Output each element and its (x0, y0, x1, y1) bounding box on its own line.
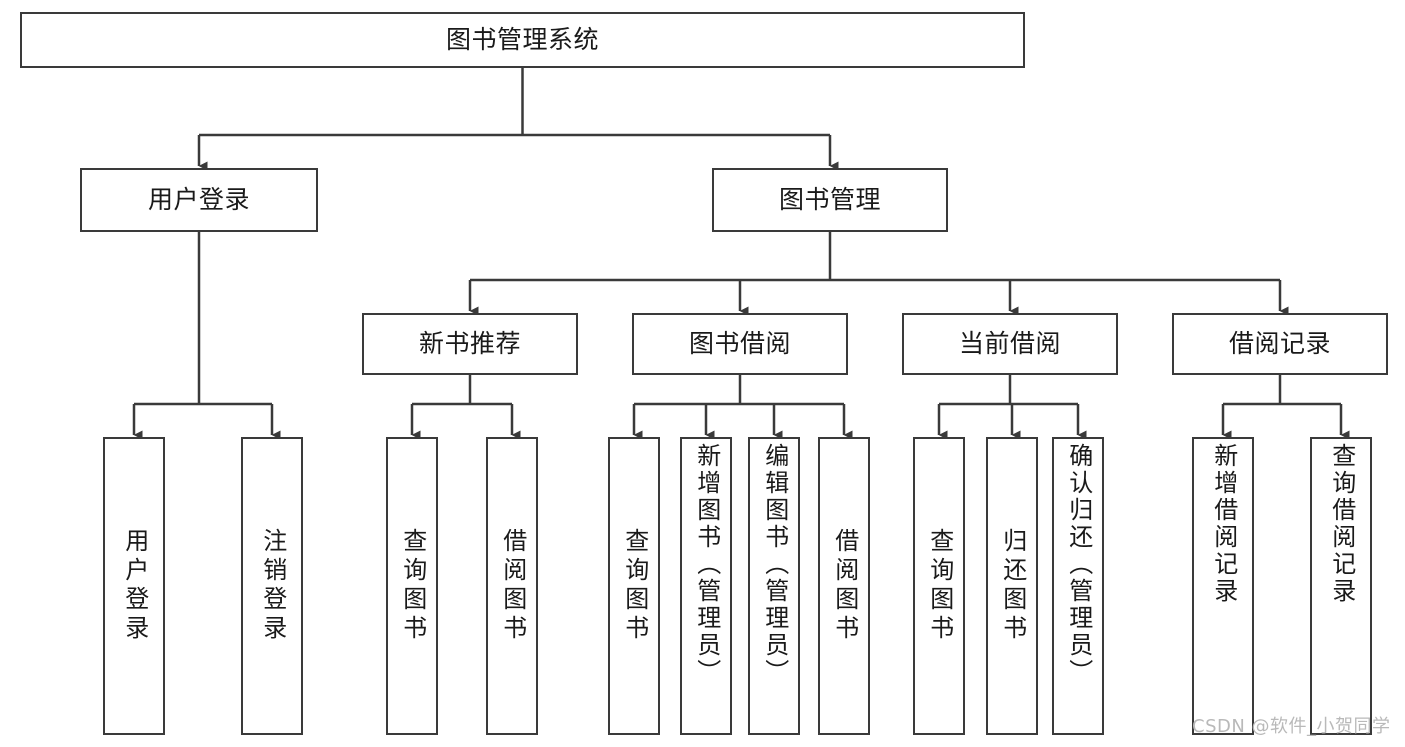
node-label: 查询图书 (398, 528, 427, 644)
node-label: 查询借阅记录 (1327, 443, 1356, 605)
node-label: 借阅记录 (1228, 328, 1331, 358)
node-label: 新书推荐 (418, 328, 521, 358)
node-new-book-rec[interactable]: 新书推荐 (362, 313, 578, 375)
node-label: 借阅图书 (830, 528, 859, 644)
node-leaf-query-book-borrow[interactable]: 查询图书 (608, 437, 660, 735)
node-leaf-query-book-current[interactable]: 查询图书 (913, 437, 965, 735)
node-current-borrow[interactable]: 当前借阅 (902, 313, 1118, 375)
node-user-login[interactable]: 用户登录 (80, 168, 318, 232)
node-book-manage[interactable]: 图书管理 (712, 168, 948, 232)
node-leaf-user-login[interactable]: 用户登录 (103, 437, 165, 735)
node-label: 借阅图书 (498, 528, 527, 644)
node-leaf-query-book-rec[interactable]: 查询图书 (386, 437, 438, 735)
node-leaf-query-record[interactable]: 查询借阅记录 (1310, 437, 1372, 735)
node-label: 用户登录 (147, 184, 250, 214)
node-book-borrow[interactable]: 图书借阅 (632, 313, 848, 375)
node-label: 图书管理系统 (445, 24, 599, 54)
node-label: 新增借阅记录 (1209, 443, 1238, 605)
node-borrow-record[interactable]: 借阅记录 (1172, 313, 1388, 375)
node-label: 注销登录 (258, 528, 287, 644)
node-label: 查询图书 (925, 528, 954, 644)
node-root[interactable]: 图书管理系统 (20, 12, 1025, 68)
node-leaf-return-book[interactable]: 归还图书 (986, 437, 1038, 735)
node-label: 确认归还（管理员） (1064, 443, 1093, 686)
node-leaf-add-record[interactable]: 新增借阅记录 (1192, 437, 1254, 735)
node-label: 归还图书 (998, 528, 1027, 644)
node-label: 图书管理 (778, 184, 881, 214)
edge-group (132, 68, 1350, 440)
node-leaf-add-book[interactable]: 新增图书（管理员） (680, 437, 732, 735)
node-leaf-user-logout[interactable]: 注销登录 (241, 437, 303, 735)
node-label: 编辑图书（管理员） (760, 443, 789, 686)
node-label: 当前借阅 (958, 328, 1061, 358)
node-leaf-borrow-book-rec[interactable]: 借阅图书 (486, 437, 538, 735)
node-label: 用户登录 (120, 528, 149, 644)
node-label: 图书借阅 (688, 328, 791, 358)
node-label: 新增图书（管理员） (692, 443, 721, 686)
node-label: 查询图书 (620, 528, 649, 644)
node-leaf-borrow-book[interactable]: 借阅图书 (818, 437, 870, 735)
node-leaf-confirm-return[interactable]: 确认归还（管理员） (1052, 437, 1104, 735)
node-leaf-edit-book[interactable]: 编辑图书（管理员） (748, 437, 800, 735)
